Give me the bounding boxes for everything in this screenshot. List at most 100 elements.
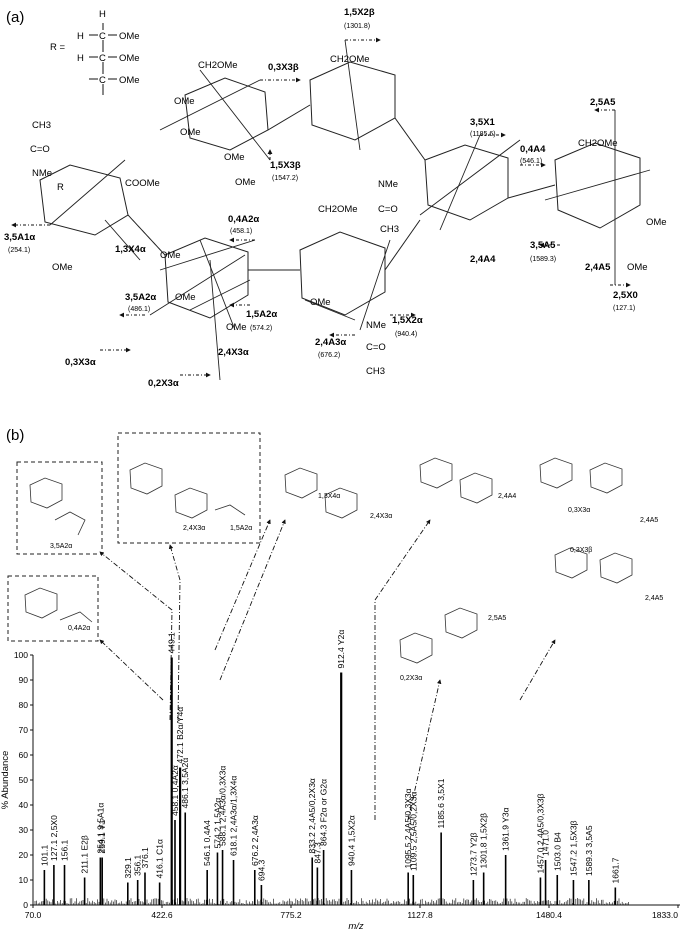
peak-label: 940.4 1,5X2α	[346, 815, 356, 866]
cleavage-label-4: 3,5X1	[470, 117, 496, 128]
peak-label: 356.1	[133, 854, 143, 876]
x-tick-label: 1480.4	[536, 910, 562, 920]
peak-label: 449.1	[167, 632, 177, 654]
cleavage-labels: 1,5X2β (1301.8) 0,3X3β 1,5X3β (1547.2) 3…	[4, 7, 638, 389]
cleavage-arrows	[11, 37, 631, 378]
substituent-12: CH2OMe	[330, 54, 370, 65]
inset-label-3: 1,5A2α	[230, 525, 252, 532]
substituent-22: CH2OMe	[318, 204, 358, 215]
inset-label-5: 2,4X3α	[370, 513, 392, 520]
inset-label-2: 2,4X3α	[183, 525, 205, 532]
ring-galactose-3	[164, 237, 249, 319]
y-tick-label: 30	[19, 825, 29, 835]
peak-label: 1273.7 Y2β	[468, 832, 478, 876]
substituent-18: OMe	[627, 262, 648, 273]
peak-label: 127.1 2,5X0	[49, 815, 59, 861]
r-atom-c-3: C	[99, 75, 106, 86]
cleavage-mz-4: (1185.6)	[470, 131, 496, 138]
cleavage-mz-17: (676.2)	[318, 352, 340, 359]
x-tick-label: 70.0	[25, 910, 42, 920]
inset-label-11: 0,2X3α	[400, 675, 422, 682]
peak-label: 254.1 3,5A1α	[95, 803, 105, 854]
substituent-25: OMe	[175, 292, 196, 303]
peak-label: 1361.9 Y3α	[501, 807, 511, 851]
y-tick-label: 40	[19, 800, 29, 810]
peak-label: 618.1 2,4A3α/1,3X4α	[229, 776, 239, 856]
ring-reducing-end	[554, 142, 641, 229]
substituent-labels: CH3 C=O NMe R COOMe OMe CH2OMe OMe OMe O…	[30, 54, 667, 377]
cleavage-mz-15: (574.2)	[250, 325, 272, 332]
cleavage-mz-18: (940.4)	[395, 331, 417, 338]
peak-label: 1109.5 2,5A5/0,2X3α	[408, 791, 418, 871]
cleavage-mz-7: (254.1)	[8, 247, 30, 254]
x-axis-label: m/z	[348, 921, 364, 932]
glycan-structure	[39, 61, 641, 319]
r-atom-c-2: C	[99, 53, 106, 64]
ring-glcnac-2	[299, 231, 386, 316]
substituent-23: OMe	[310, 297, 331, 308]
cleavage-label-20: 0,2X3α	[148, 378, 179, 389]
peak-label: 1547.2 1,5X3β	[568, 820, 578, 876]
r-atom-ome-3: OMe	[119, 75, 140, 86]
cleavage-mz-1: (1301.8)	[344, 23, 370, 30]
cleavage-label-2: 0,3X3β	[268, 62, 299, 73]
peak-label: 376.1	[140, 847, 150, 869]
r-atom-ome-2: OMe	[119, 53, 140, 64]
peak-label: 833.2 2,4A5/0,2X3α	[307, 778, 317, 853]
inset-label-7: 2,4A5	[640, 517, 658, 524]
cleavage-mz-10: (1589.3)	[530, 256, 556, 263]
peak-label: 912.4 Y2α	[336, 630, 346, 669]
cleavage-lines	[49, 39, 651, 381]
inset-label-9: 0,3X3β	[570, 547, 592, 554]
substituent-7: CH2OMe	[198, 60, 238, 71]
cleavage-label-12: 2,4A5	[585, 262, 611, 273]
substituent-17: OMe	[646, 217, 667, 228]
inset-box-2	[117, 432, 261, 544]
peak-label: 211.1 E2β	[80, 835, 90, 873]
peak-label: 1589.3 3,5A5	[584, 825, 594, 876]
ring-galactose-2	[424, 144, 509, 221]
substituent-3: NMe	[32, 168, 52, 179]
peak-label: 1301.8 1,5X2β	[479, 813, 489, 869]
peak-label: 546.1 0,4A4	[202, 820, 212, 866]
inset-label-6: 2,4A4	[498, 493, 516, 500]
ring-glcnac-1	[309, 61, 396, 141]
r-atom-h-1: H	[99, 9, 106, 20]
cleavage-label-8: 1,3X4α	[115, 244, 146, 255]
substituent-20: C=O	[366, 342, 386, 353]
x-tick-label: 775.2	[280, 910, 302, 920]
substituent-9: OMe	[180, 127, 201, 138]
peak-label: 847.3	[312, 842, 322, 864]
fragment-sketches	[24, 457, 633, 664]
peak-label: 676.2 2,4A3α	[250, 815, 260, 866]
cleavage-label-16: 2,4X3α	[218, 347, 249, 358]
x-tick-label: 422.6	[151, 910, 173, 920]
substituent-14: C=O	[378, 204, 398, 215]
peak-label: 864.3 F2α or G2α	[319, 779, 329, 846]
cleavage-mz-13: (127.1)	[613, 305, 635, 312]
cleavage-label-1: 1,5X2β	[344, 7, 375, 18]
peak-label: 156.1	[60, 839, 70, 861]
panel-b: (b) 3,5A2α 2,4X3α 1,	[0, 427, 680, 932]
substituent-4: R	[57, 182, 64, 193]
cleavage-label-5: 0,4A4	[520, 144, 546, 155]
substituent-6: OMe	[52, 262, 73, 273]
y-tick-label: 20	[19, 850, 29, 860]
spectrum-noise	[34, 898, 629, 905]
peak-label: 574.2 1,5A2α	[212, 798, 222, 849]
y-tick-label: 10	[19, 875, 29, 885]
substituent-1: CH3	[32, 120, 51, 131]
x-tick-label: 1127.8	[407, 910, 433, 920]
peak-label: 1457.0 2,4A5/0,3X3β	[535, 793, 545, 873]
inset-label-4: 1,3X4α	[318, 493, 340, 500]
peak-label: 1503.0 B4	[552, 832, 562, 871]
substituent-8: OMe	[174, 96, 195, 107]
inset-labels: 3,5A2α 2,4X3α 1,5A2α 1,3X4α 2,4X3α 2,4A4…	[50, 493, 663, 682]
inset-label-10: 2,5A5	[488, 615, 506, 622]
r-atom-h-2: H	[77, 31, 84, 42]
y-tick-label: 80	[19, 700, 29, 710]
cleavage-label-9: 0,4A2α	[228, 214, 259, 225]
cleavage-mz-3: (1547.2)	[272, 175, 298, 182]
